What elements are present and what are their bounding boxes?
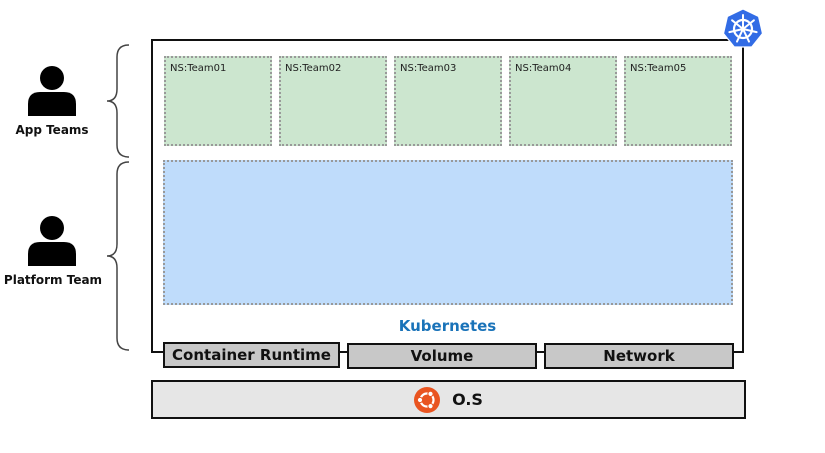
container-runtime-layer: Container Runtime: [163, 342, 340, 368]
app-teams-person-icon: [28, 66, 76, 116]
kubernetes-label: Kubernetes: [398, 317, 497, 335]
namespace-team04: NS:Team04: [509, 56, 617, 146]
namespace-team01: NS:Team01: [164, 56, 272, 146]
kubernetes-icon: [722, 8, 764, 48]
os-layer: O.S: [151, 380, 746, 419]
app-teams-brace-icon: [106, 44, 130, 158]
os-label: O.S: [452, 390, 483, 409]
app-teams-label: App Teams: [15, 123, 89, 137]
platform-team-person-icon: [28, 216, 76, 266]
container-runtime-label: Container Runtime: [172, 346, 331, 364]
namespace-label: NS:Team03: [400, 63, 457, 74]
namespace-team05: NS:Team05: [624, 56, 732, 146]
namespace-label: NS:Team02: [285, 63, 342, 74]
namespace-team03: NS:Team03: [394, 56, 502, 146]
namespace-team02: NS:Team02: [279, 56, 387, 146]
volume-layer: Volume: [347, 343, 537, 369]
namespace-label: NS:Team05: [630, 63, 687, 74]
volume-label: Volume: [410, 347, 474, 365]
network-layer: Network: [544, 343, 734, 369]
namespace-label: NS:Team01: [170, 63, 227, 74]
namespace-label: NS:Team04: [515, 63, 572, 74]
network-label: Network: [603, 347, 675, 365]
ubuntu-icon: [414, 386, 441, 413]
platform-team-label: Platform Team: [3, 273, 103, 287]
platform-team-brace-icon: [106, 161, 130, 351]
platform-area: [163, 160, 733, 305]
